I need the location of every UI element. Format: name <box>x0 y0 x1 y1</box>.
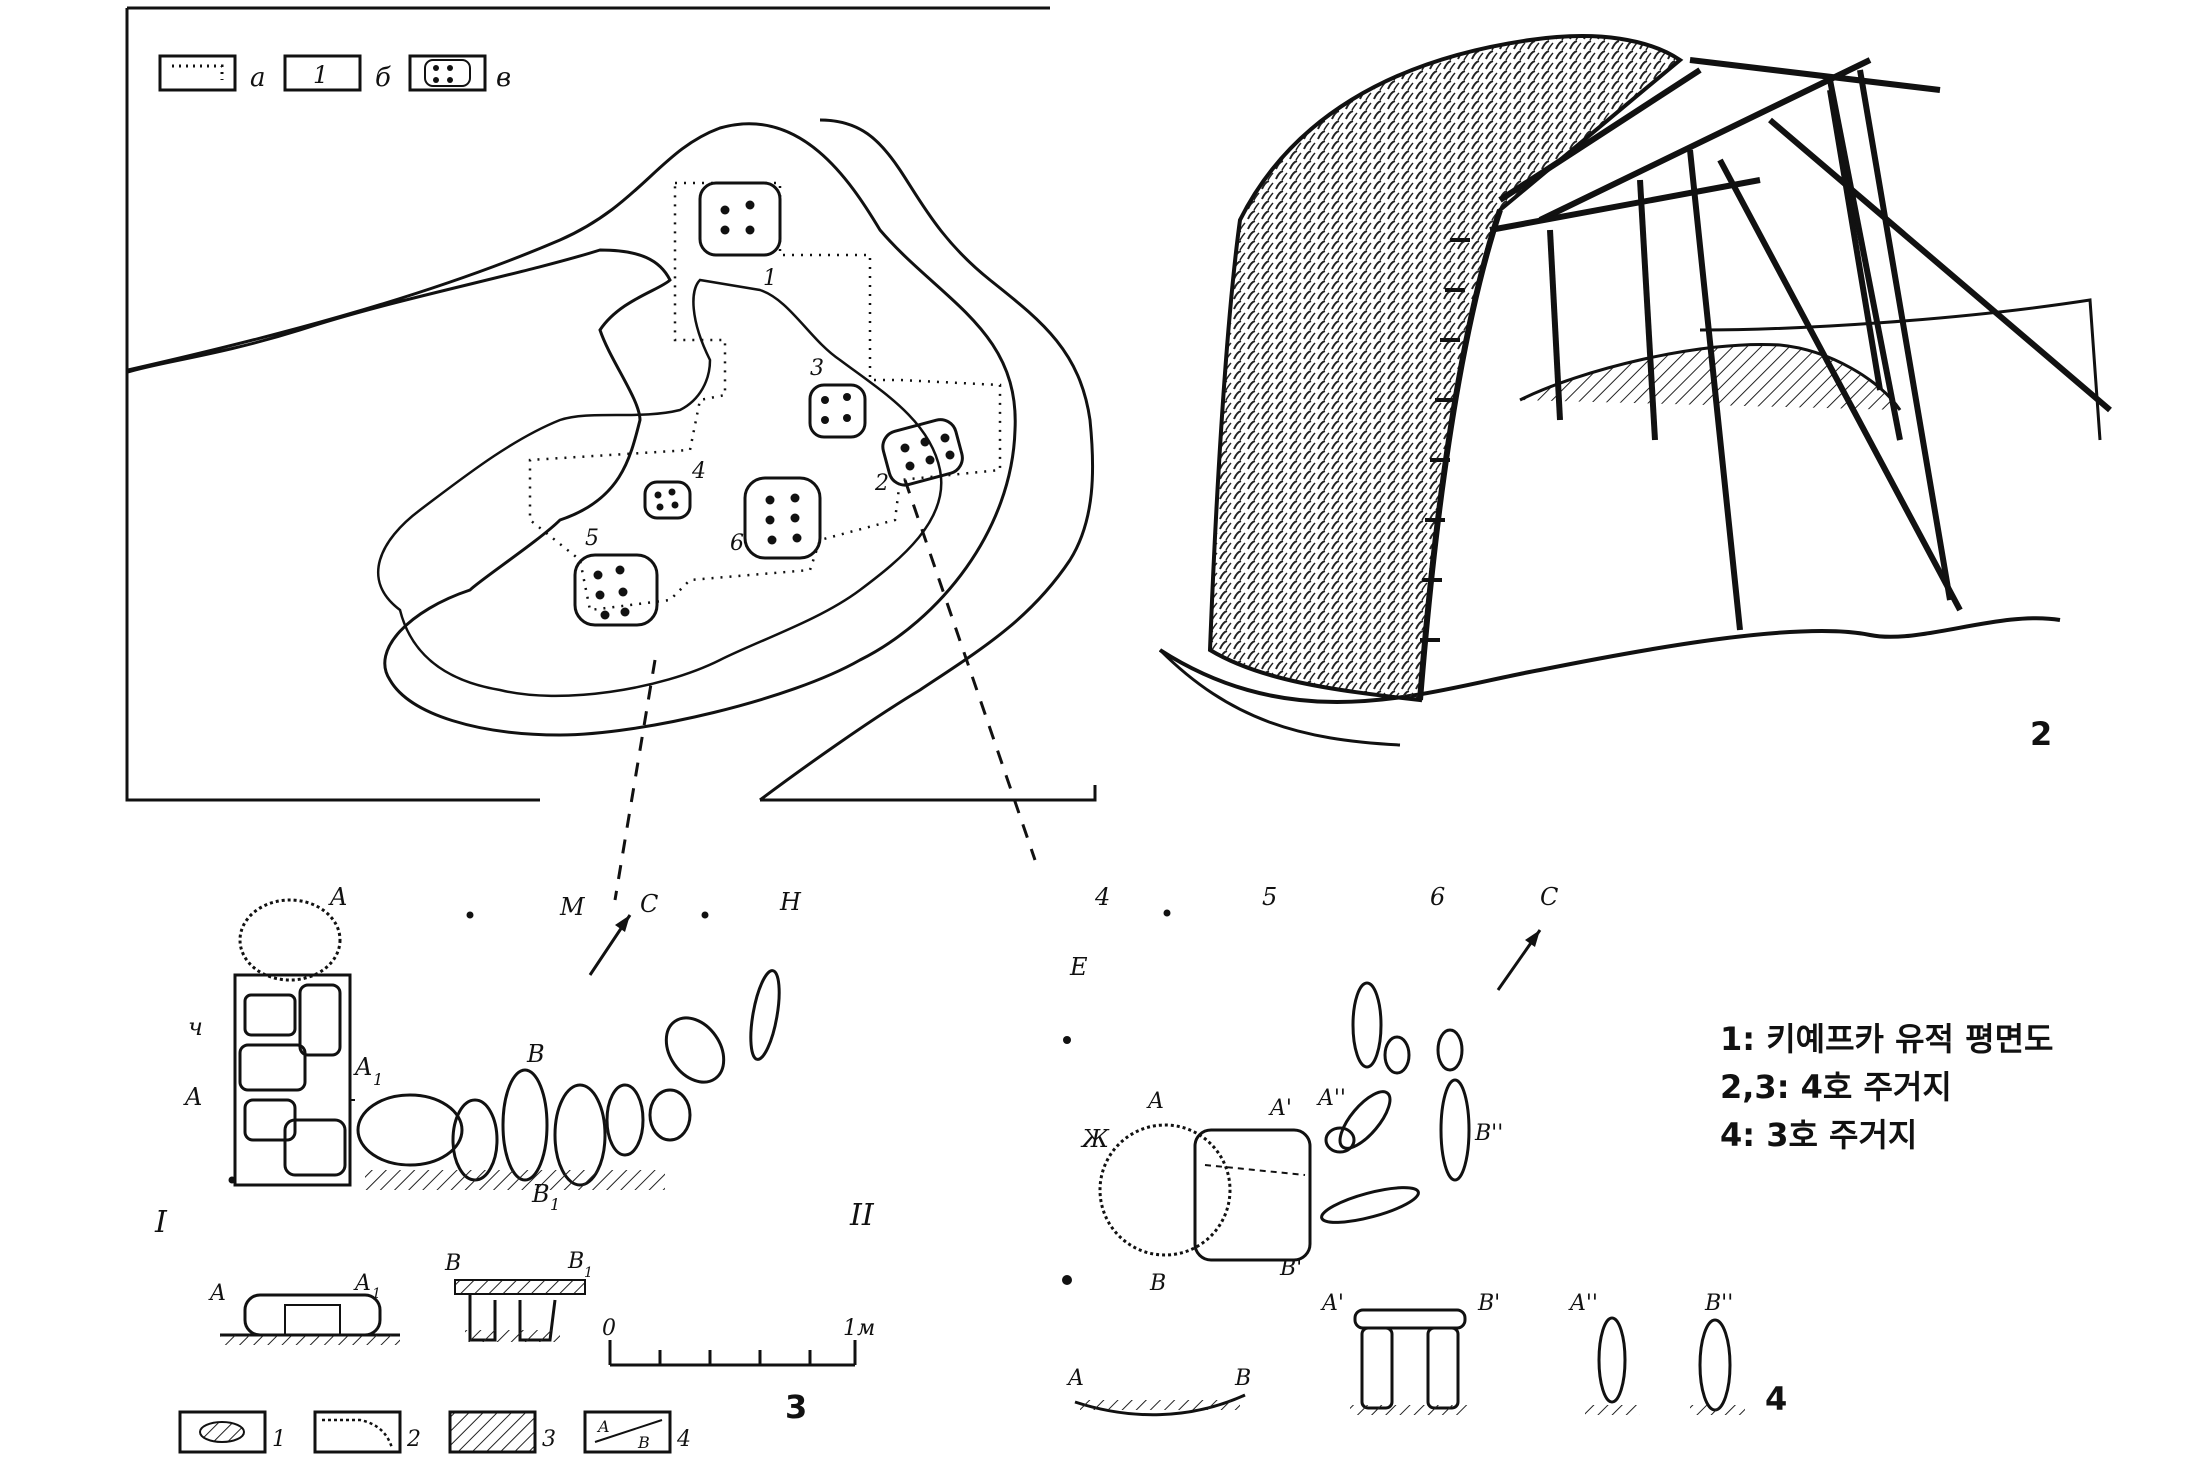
section-label-A1: A <box>353 1271 371 1296</box>
section-A-B: A B <box>1066 1366 1251 1417</box>
dwelling-label-3: 3 <box>810 356 824 381</box>
section-A-A1: A A 1 <box>208 1271 400 1345</box>
dwelling-5: 5 <box>573 526 659 627</box>
section-label-B1: B <box>567 1249 584 1274</box>
section4-label-A: A <box>1066 1366 1084 1391</box>
ground-mound <box>1158 616 2061 704</box>
section4-label-B2: B'' <box>1704 1291 1733 1316</box>
figure-number-4: 4 <box>1765 1380 1787 1418</box>
legend-v: в <box>496 63 511 93</box>
plan3-label-B: B <box>526 1040 545 1068</box>
plan4-label-A: A <box>1146 1089 1164 1114</box>
section4-label-A2: A'' <box>1568 1291 1598 1316</box>
plan3-label-II: II <box>849 1198 875 1233</box>
dwelling-6: 6 <box>730 476 822 560</box>
figure-number-2: 2 <box>2030 715 2052 753</box>
dwelling-2: 2 <box>874 418 964 496</box>
excavation-outline <box>528 181 1002 612</box>
legend3-4-b: B <box>637 1433 650 1452</box>
terrain-contour <box>127 122 1017 737</box>
dwelling-label-2: 2 <box>874 471 889 496</box>
caption-3: 4: 3호 주거지 <box>1720 1116 1917 1154</box>
scale-bar <box>608 1340 857 1367</box>
outer-contour <box>376 278 943 698</box>
dwelling-label-5: 5 <box>585 526 599 551</box>
plan3-label-A-side: A <box>183 1083 202 1111</box>
legend3-1: 1 <box>272 1427 286 1452</box>
section-A1-B1: A' B' <box>1320 1291 1500 1415</box>
legend3-4: 4 <box>676 1427 691 1452</box>
grid-label-5: 5 <box>1262 883 1277 911</box>
section4-label-B: B <box>1234 1366 1251 1391</box>
scale-zero: 0 <box>602 1316 616 1341</box>
plan4-label-B1: B' <box>1279 1256 1302 1281</box>
dwelling-3: 3 <box>808 356 867 439</box>
caption-2: 2,3: 4호 주거지 <box>1720 1068 1952 1106</box>
grid-label-6: 6 <box>1430 883 1445 911</box>
section-label-A1-sub: 1 <box>372 1286 381 1302</box>
plan4-label-B2: B'' <box>1474 1121 1503 1146</box>
plan3-label-B1: B <box>531 1180 550 1208</box>
plan3-label-A1-sub: 1 <box>373 1070 383 1089</box>
legend-b-sample: 1 <box>313 61 328 89</box>
plan3-label-M: M <box>559 893 586 921</box>
plan3-label-A1: A <box>353 1053 372 1081</box>
dwelling-label-6: 6 <box>730 531 744 556</box>
plan3-label-I: I <box>154 1205 168 1240</box>
dwelling-label-1: 1 <box>763 266 777 291</box>
plan4-label-A1: A' <box>1268 1096 1292 1121</box>
plan3-label-slash: ч <box>188 1013 203 1041</box>
dwelling-4: 4 <box>643 459 706 520</box>
scale-one: 1м <box>843 1316 875 1341</box>
legend3-2: 2 <box>406 1427 421 1452</box>
figure-number-3: 3 <box>785 1388 807 1426</box>
captions: 1: 키예프카 유적 평면도 2,3: 4호 주거지 4: 3호 주거지 <box>1720 1020 2053 1154</box>
section-A2-B2: A'' B'' <box>1568 1291 1745 1415</box>
reconstruction-drawing: 2 <box>1158 34 2112 753</box>
section-label-B1-sub: 1 <box>584 1265 593 1281</box>
support-poles <box>1489 57 2112 631</box>
caption-1: 1: 키예프카 유적 평면도 <box>1720 1020 2053 1058</box>
dwelling-3-plan: 4 5 6 C E Ж A B A' A'' B' B'' <box>1062 883 1787 1418</box>
dwelling-label-4: 4 <box>691 459 706 484</box>
plan3-label-H: H <box>779 888 802 916</box>
section-B-B1: B B 1 <box>444 1249 593 1342</box>
plan4-label-A2: A'' <box>1316 1086 1346 1111</box>
plan4-label-B: B <box>1149 1271 1166 1296</box>
section4-label-A1: A' <box>1320 1291 1344 1316</box>
section-label-A: A <box>208 1281 226 1306</box>
plan3-label-B1-sub: 1 <box>550 1195 560 1214</box>
plan3-label-A: A <box>328 883 347 911</box>
grid-label-4: 4 <box>1094 883 1110 911</box>
legend-b: б <box>375 63 391 93</box>
plan4-label-Zh: Ж <box>1080 1125 1110 1153</box>
dwelling-4-plan: A A ч A 1 B B 1 M C H I II A A 1 <box>154 883 875 1454</box>
legend3-3: 3 <box>542 1427 556 1452</box>
section-label-B: B <box>444 1251 461 1276</box>
legend3-4-a: A <box>596 1417 610 1436</box>
drawing3-legend: 1 2 3 A B 4 <box>178 1410 691 1454</box>
section4-label-B1: B' <box>1477 1291 1500 1316</box>
dwelling-1: 1 <box>698 181 782 291</box>
plan-legend: а 1 б в <box>158 54 511 93</box>
plan3-label-north: C <box>640 890 658 918</box>
site-plan-panel: а 1 б в 1 2 <box>125 6 1097 901</box>
plan4-label-E: E <box>1069 953 1088 981</box>
north-label-4: C <box>1540 883 1558 911</box>
legend-a: а <box>250 63 266 93</box>
